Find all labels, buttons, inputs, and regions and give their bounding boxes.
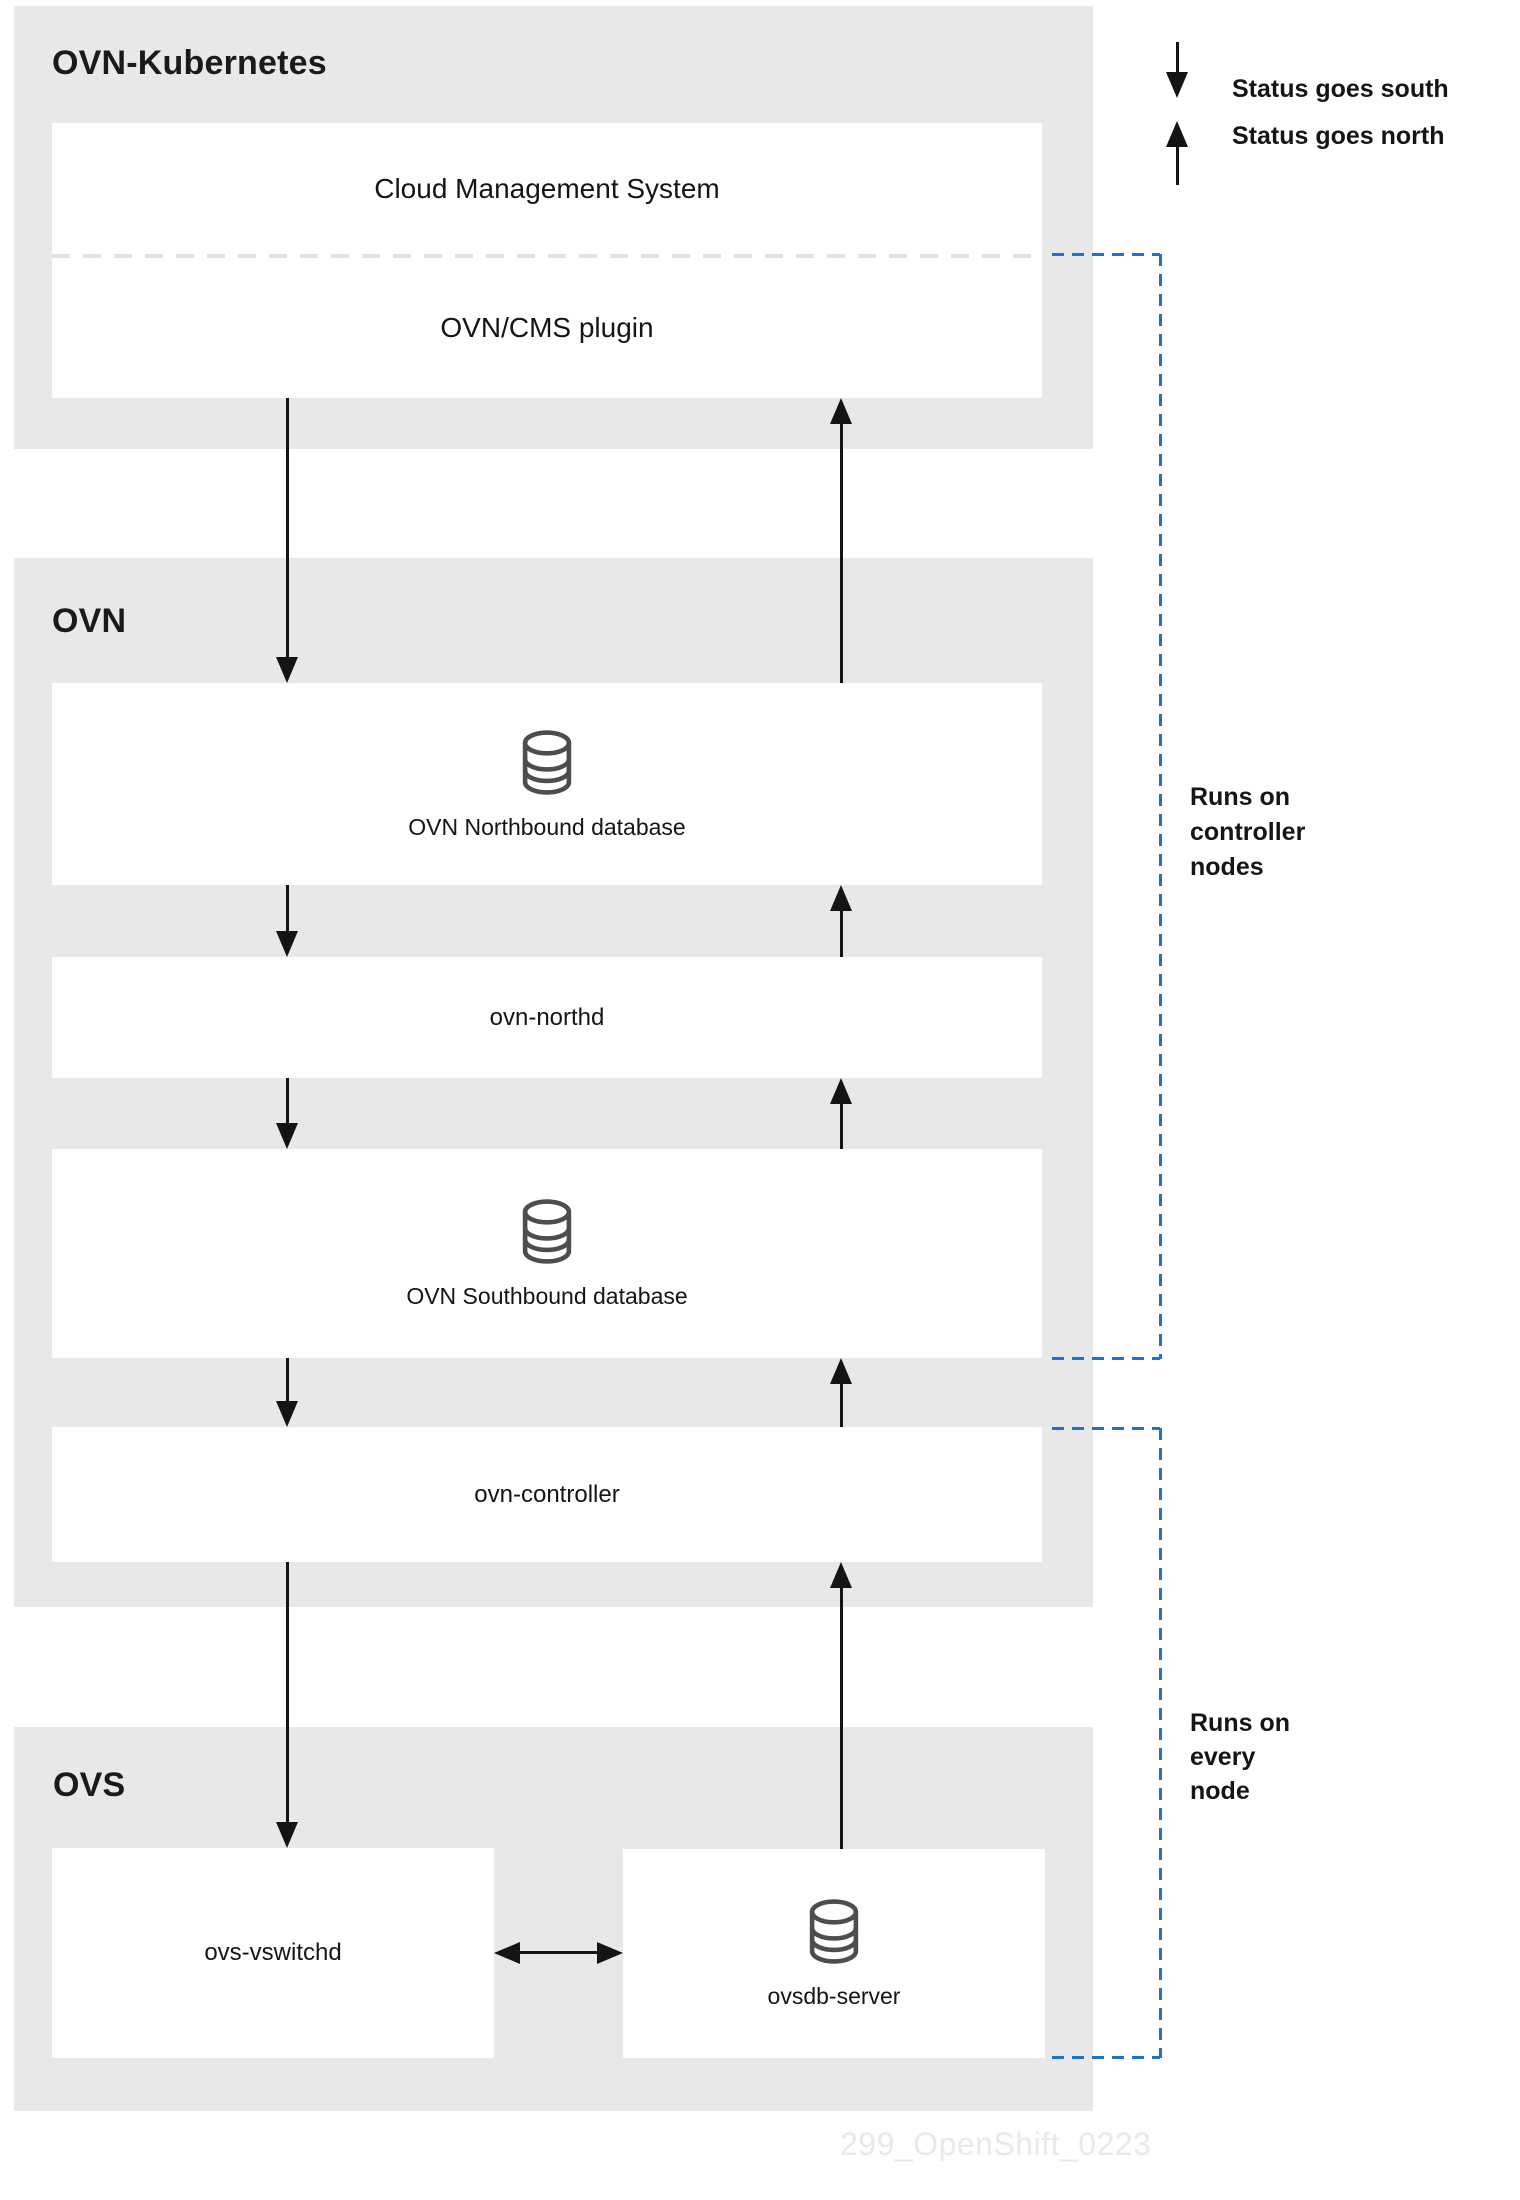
arrow-north-ovsdb-to-controller [840,1588,843,1849]
arrow-south-nbdb-to-northd [286,885,289,931]
legend-south-label: Status goes south [1232,75,1449,103]
arrow-south-northd-to-sbdb [286,1078,289,1123]
section-title-ovn-kubernetes: OVN-Kubernetes [52,44,327,82]
node-label: ovsdb-server [767,1983,901,2009]
node-label: ovn-northd [489,1003,605,1031]
watermark-text: 299_OpenShift_0223 [840,2126,1152,2162]
node-label: ovn-controller [474,1480,620,1508]
arrowhead-up-icon [830,398,852,424]
arrowhead-up-icon [830,1078,852,1104]
bracket-everynode-side [1159,1428,1162,2058]
section-title-ovn: OVN [52,602,127,640]
arrowhead-down-icon [276,931,298,957]
arrow-south-controller-to-vswitchd [286,1562,289,1822]
arrow-north-nbdb-to-plugin [840,424,843,683]
database-icon [510,728,584,804]
bracket-controller-side [1159,254,1162,1359]
arrowhead-up-icon [830,885,852,911]
cms-plugin-divider [52,254,1042,258]
section-title-ovs: OVS [53,1766,126,1804]
node-ovs-vswitchd: ovs-vswitchd [52,1848,494,2058]
arrow-up-icon [1166,121,1188,147]
annotation-runs-on-controller-nodes: Runs on controller nodes [1190,780,1305,885]
annotation-line: node [1190,1777,1250,1805]
arrow-north-sbdb-to-northd [840,1104,843,1149]
bracket-controller-bottom [1052,1357,1160,1360]
database-icon [510,1197,584,1273]
arrowhead-up-icon [830,1358,852,1384]
node-cloud-management-system: Cloud Management System [52,123,1042,254]
node-ovn-northd: ovn-northd [52,957,1042,1078]
arrow-down-icon [1166,72,1188,98]
annotation-runs-on-every-node: Runs on every node [1190,1706,1290,1808]
annotation-line: nodes [1190,853,1264,881]
arrow-vswitchd-ovsdb [518,1951,599,1954]
arrow-south-sbdb-to-controller [286,1358,289,1401]
arrowhead-left-icon [494,1942,520,1964]
legend-arrow-south [1176,42,1179,74]
arrowhead-down-icon [276,1123,298,1149]
arrowhead-right-icon [597,1942,623,1964]
node-label: OVN Northbound database [408,813,686,840]
legend-arrow-north [1176,147,1179,185]
arrowhead-up-icon [830,1562,852,1588]
arrowhead-down-icon [276,1822,298,1848]
database-icon [797,1897,871,1973]
arrow-south-plugin-to-nbdb [286,398,289,657]
node-ovsdb-server: ovsdb-server [623,1849,1045,2058]
node-ovn-southbound-database: OVN Southbound database [52,1149,1042,1358]
bracket-everynode-bottom [1052,2056,1160,2059]
bracket-controller-top [1052,253,1160,256]
node-label: Cloud Management System [374,172,720,204]
node-label: OVN Southbound database [406,1283,688,1309]
node-cms-plugin-box: Cloud Management System OVN/CMS plugin [52,123,1042,398]
bracket-everynode-top [1052,1427,1160,1430]
annotation-line: Runs on [1190,783,1290,811]
arrow-north-controller-to-sbdb [840,1384,843,1427]
legend-north-label: Status goes north [1232,122,1445,150]
node-label: ovs-vswitchd [204,1939,342,1966]
arrowhead-down-icon [276,1401,298,1427]
node-ovn-northbound-database: OVN Northbound database [52,683,1042,885]
arrowhead-down-icon [276,657,298,683]
node-ovn-controller: ovn-controller [52,1427,1042,1562]
node-ovn-cms-plugin: OVN/CMS plugin [52,258,1042,398]
annotation-line: controller [1190,818,1306,846]
annotation-line: every [1190,1743,1256,1771]
arrow-north-northd-to-nbdb [840,911,843,957]
node-label: OVN/CMS plugin [440,312,654,343]
annotation-line: Runs on [1190,1709,1290,1737]
